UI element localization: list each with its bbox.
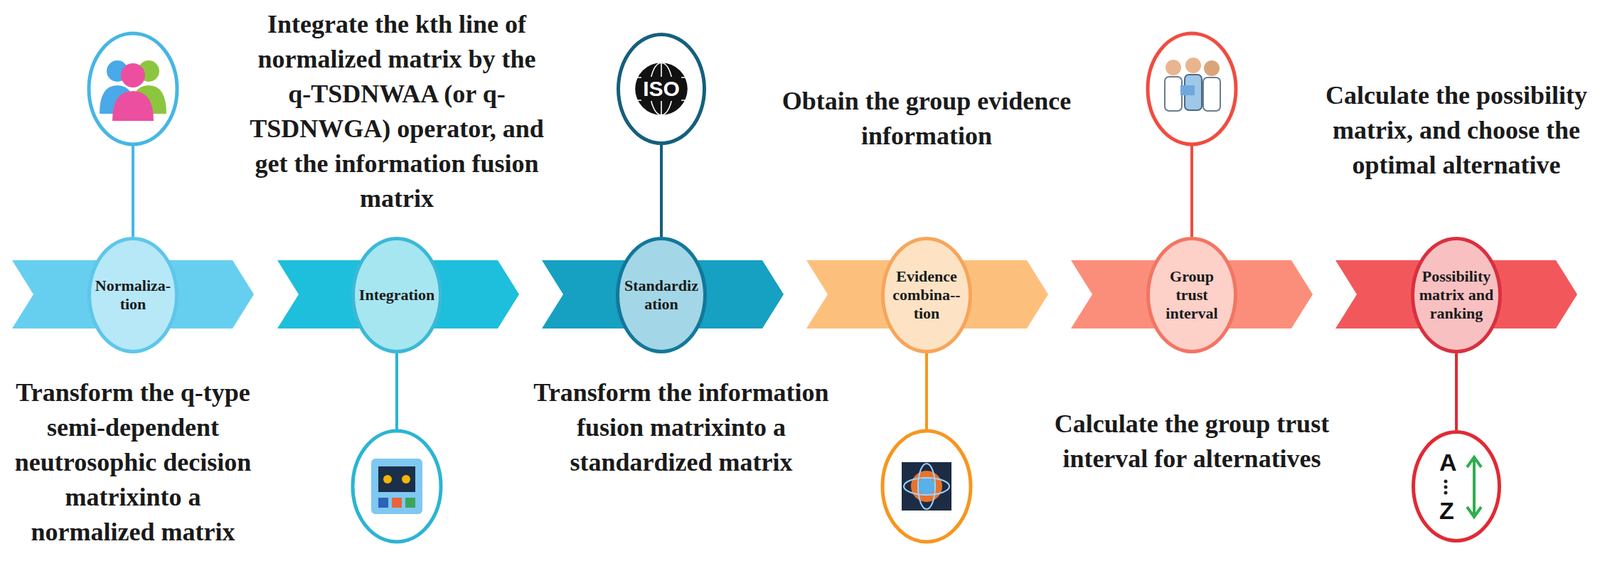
ranking-circle: AZ	[1411, 430, 1502, 543]
step-description: Obtain the group evidence information	[777, 83, 1076, 154]
network-picture	[371, 458, 423, 515]
icon-circle	[882, 430, 971, 542]
step-description: Integrate the kth line of normalized mat…	[247, 7, 547, 217]
stage-ellipse: Group trust interval	[1146, 236, 1238, 354]
people-icon	[99, 60, 167, 121]
stage-ellipse: Evidence combina-- tion	[881, 236, 973, 354]
stage-label: Normaliza- tion	[94, 276, 172, 314]
stem-line	[925, 353, 928, 431]
stage-ellipse: Integration	[351, 236, 443, 354]
icon-circle	[352, 430, 441, 542]
stage-label: Integration	[359, 285, 435, 305]
chevron-arrow	[806, 260, 1049, 329]
stage-label: Group trust interval	[1153, 267, 1231, 323]
chevron-arrow	[1335, 260, 1578, 329]
sort-arrow-symbol	[1411, 430, 1502, 543]
stem-connector	[659, 145, 663, 237]
step-description: Transform the q-type semi-dependent neut…	[4, 375, 262, 550]
stage-label: Evidence combina-- tion	[888, 267, 965, 323]
stage-ellipse: Possibility matrix and ranking	[1410, 236, 1502, 354]
team-picture	[1164, 57, 1221, 111]
step-description: Transform the information fusion matrixi…	[531, 375, 831, 480]
icon-circle	[1147, 33, 1236, 145]
stage-label: Possibility matrix and ranking	[1417, 267, 1495, 323]
step-description: Calculate the possibility matrix, and ch…	[1316, 78, 1596, 183]
stage-ellipse: Standardiz ation	[615, 236, 707, 354]
atom-picture	[901, 462, 952, 511]
iso-text: ISO	[641, 76, 682, 101]
step-description: Calculate the group trust interval for a…	[1042, 406, 1342, 477]
rank-letter: Z	[1439, 498, 1455, 523]
stem-line	[395, 353, 399, 431]
stage-ellipse: Normaliza- tion	[87, 236, 179, 354]
stem-line	[1190, 145, 1194, 237]
icon-circle	[88, 33, 178, 145]
rank-letter: A	[1439, 450, 1458, 475]
stage-label: Standardiz ation	[622, 276, 700, 314]
chevron-arrow	[1070, 260, 1313, 329]
stem-line	[131, 145, 135, 237]
iso-circle: ISO	[616, 32, 707, 146]
stem-connector	[1454, 353, 1458, 431]
